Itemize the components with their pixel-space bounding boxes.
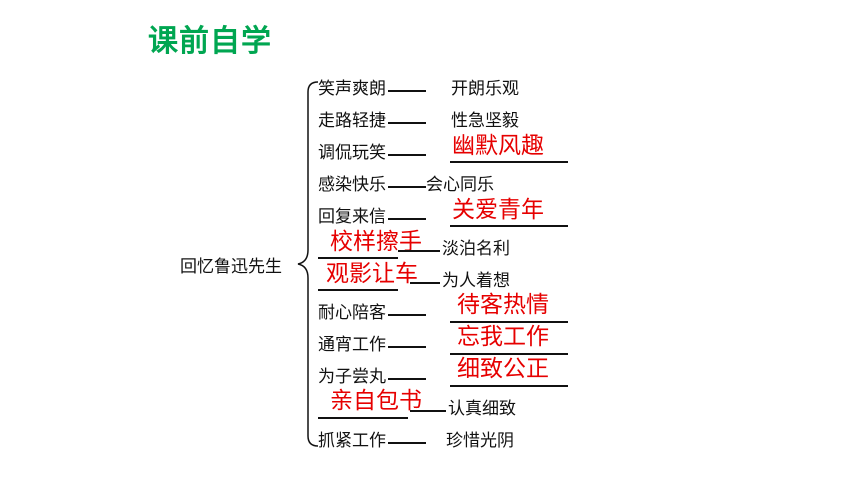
row-9-blank — [450, 353, 568, 355]
row-12-right: 珍惜光阴 — [446, 431, 514, 451]
row-9-left: 通宵工作 — [318, 335, 386, 355]
page-title: 课前自学 — [148, 24, 272, 59]
row-3-left: 调侃玩笑 — [318, 143, 386, 163]
row-2-dash — [388, 122, 426, 124]
row-4-left: 感染快乐 — [318, 175, 386, 195]
row-5-left: 回复来信 — [318, 207, 386, 227]
row-1-dash — [388, 90, 426, 92]
answer-1: 幽默风趣 — [452, 133, 544, 159]
row-3-dash — [388, 154, 426, 156]
row-10-blank — [450, 385, 568, 387]
row-5-blank — [450, 225, 568, 227]
row-6-blank — [318, 257, 398, 259]
row-5-dash — [388, 218, 426, 220]
row-7-blank — [318, 289, 398, 291]
row-11-dash — [410, 410, 446, 412]
answer-8: 亲自包书 — [330, 388, 422, 414]
answer-7: 细致公正 — [457, 356, 549, 382]
row-1-left: 笑声爽朗 — [318, 79, 386, 99]
row-12-left: 抓紧工作 — [318, 431, 386, 451]
answer-5: 待客热情 — [457, 292, 549, 318]
answer-6: 忘我工作 — [457, 324, 549, 350]
row-8-dash — [388, 314, 426, 316]
row-4-right: 会心同乐 — [426, 175, 494, 195]
row-8-blank — [450, 321, 568, 323]
row-12-dash — [388, 442, 426, 444]
row-6-dash — [398, 250, 440, 252]
root-label: 回忆鲁迅先生 — [180, 257, 282, 277]
row-2-left: 走路轻捷 — [318, 111, 386, 131]
row-10-left: 为子尝丸 — [318, 367, 386, 387]
row-7-right: 为人着想 — [442, 271, 510, 291]
row-1-right: 开朗乐观 — [451, 79, 519, 99]
row-2-right: 性急坚毅 — [451, 111, 519, 131]
row-11-blank — [318, 417, 408, 419]
row-4-dash — [388, 186, 426, 188]
answer-2: 关爱青年 — [452, 197, 544, 223]
row-8-left: 耐心陪客 — [318, 303, 386, 323]
row-7-dash — [410, 282, 440, 284]
row-6-right: 淡泊名利 — [442, 239, 510, 259]
row-10-dash — [388, 378, 426, 380]
row-9-dash — [388, 346, 426, 348]
answer-4: 观影让车 — [326, 261, 418, 287]
main-brace — [297, 81, 319, 447]
row-11-right: 认真细致 — [448, 399, 516, 419]
row-3-blank — [450, 161, 568, 163]
